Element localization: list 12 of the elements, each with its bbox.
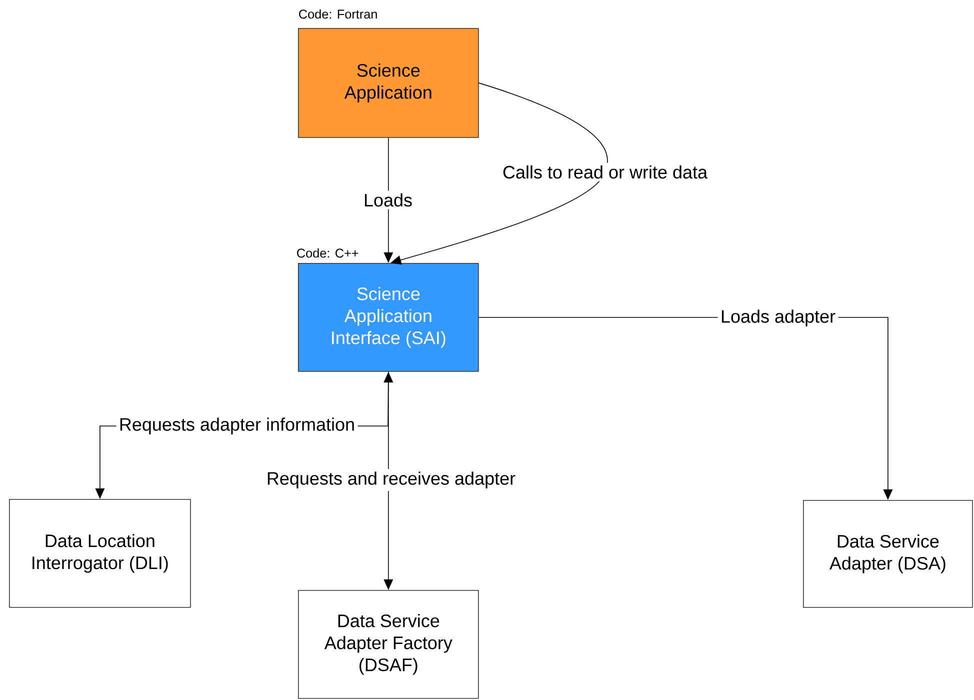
- edge-label: Requests and receives adapter: [264, 468, 518, 492]
- process-box: Science Application Interface (SAI): [298, 263, 479, 372]
- process-box: Data Service Adapter Factory (DSAF): [298, 590, 479, 699]
- process-box: Science Application: [298, 28, 479, 138]
- code-label: Code: Fortran: [299, 9, 377, 19]
- code-label: Code: C++: [297, 248, 358, 258]
- edge-label: Calls to read or write data: [500, 162, 710, 182]
- process-box: Data Location Interrogator (DLI): [9, 499, 191, 608]
- edge-label: Loads adapter: [718, 306, 838, 330]
- process-box: Data Service Adapter (DSA): [803, 500, 973, 608]
- edge-label: Loads: [360, 190, 416, 210]
- edge-label: Requests adapter information: [116, 414, 358, 438]
